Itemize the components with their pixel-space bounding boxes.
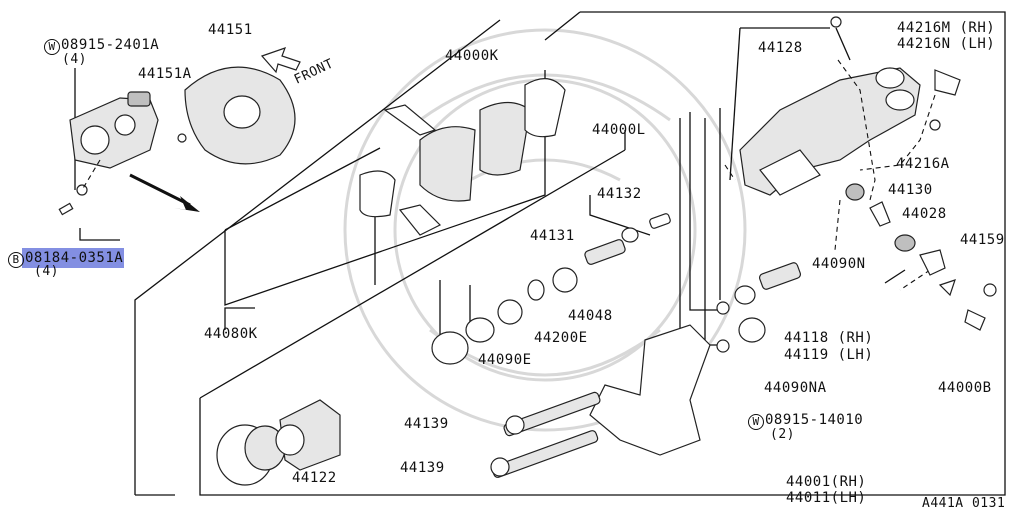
front-arrow-icon [260, 47, 301, 74]
callout-b-bolt-qty: (4) [34, 264, 59, 279]
callout-44028[interactable]: 44028 [902, 206, 947, 222]
guide-pins-part [431, 213, 802, 365]
callout-44216m[interactable]: 44216M (RH) [897, 20, 996, 36]
dust-shield-part [177, 66, 296, 165]
callout-44001[interactable]: 44001(RH) [786, 474, 867, 490]
callout-w-bottom-text: 08915-14010 [765, 412, 864, 428]
callout-44090n[interactable]: 44090N [812, 256, 866, 272]
callout-44000k[interactable]: 44000K [445, 48, 499, 64]
washer-mark-icon: W [748, 414, 764, 430]
callout-w-top-text: 08915-2401A [61, 37, 160, 53]
callout-44119[interactable]: 44119 (LH) [784, 347, 874, 363]
callout-w-top-qty: (4) [62, 52, 87, 67]
callout-44151[interactable]: 44151 [208, 22, 253, 38]
callout-44090na[interactable]: 44090NA [764, 380, 827, 396]
callout-44139-upper[interactable]: 44139 [404, 416, 449, 432]
callout-44130[interactable]: 44130 [888, 182, 933, 198]
callout-44048[interactable]: 44048 [568, 308, 613, 324]
callout-b-bolt-text: 08184-0351A [25, 250, 124, 266]
callout-44131[interactable]: 44131 [530, 228, 575, 244]
callout-44216a[interactable]: 44216A [896, 156, 950, 172]
diagram-code: A441A 0131 [922, 496, 1006, 511]
callout-44132[interactable]: 44132 [597, 186, 642, 202]
selection-highlight [22, 248, 124, 268]
callout-44118[interactable]: 44118 (RH) [784, 330, 874, 346]
small-parts-right [845, 183, 997, 331]
piston-part [216, 399, 341, 486]
bolt-mark-icon: B [8, 252, 24, 268]
callout-44159[interactable]: 44159 [960, 232, 1005, 248]
caliper-bracket-part [490, 324, 711, 478]
callout-44000l[interactable]: 44000L [592, 122, 646, 138]
caliper-body-part [739, 16, 961, 196]
callout-44122[interactable]: 44122 [292, 470, 337, 486]
callout-44139-lower[interactable]: 44139 [400, 460, 445, 476]
direction-arrow-icon [129, 173, 200, 212]
callout-44080k[interactable]: 44080K [204, 326, 258, 342]
callout-44200e[interactable]: 44200E [534, 330, 588, 346]
caliper-assembly-small [58, 91, 159, 216]
callout-44151a[interactable]: 44151A [138, 66, 192, 82]
callout-44090e[interactable]: 44090E [478, 352, 532, 368]
callout-44216n[interactable]: 44216N (LH) [897, 36, 996, 52]
callout-44000b[interactable]: 44000B [938, 380, 992, 396]
frame-lines [74, 11, 1006, 496]
brake-pads-part [359, 78, 566, 236]
callout-44011[interactable]: 44011(LH) [786, 490, 867, 506]
callout-44128[interactable]: 44128 [758, 40, 803, 56]
washer-mark-icon: W [44, 39, 60, 55]
dashed-leaders [81, 59, 936, 291]
callout-w-bottom-qty: (2) [770, 427, 795, 442]
